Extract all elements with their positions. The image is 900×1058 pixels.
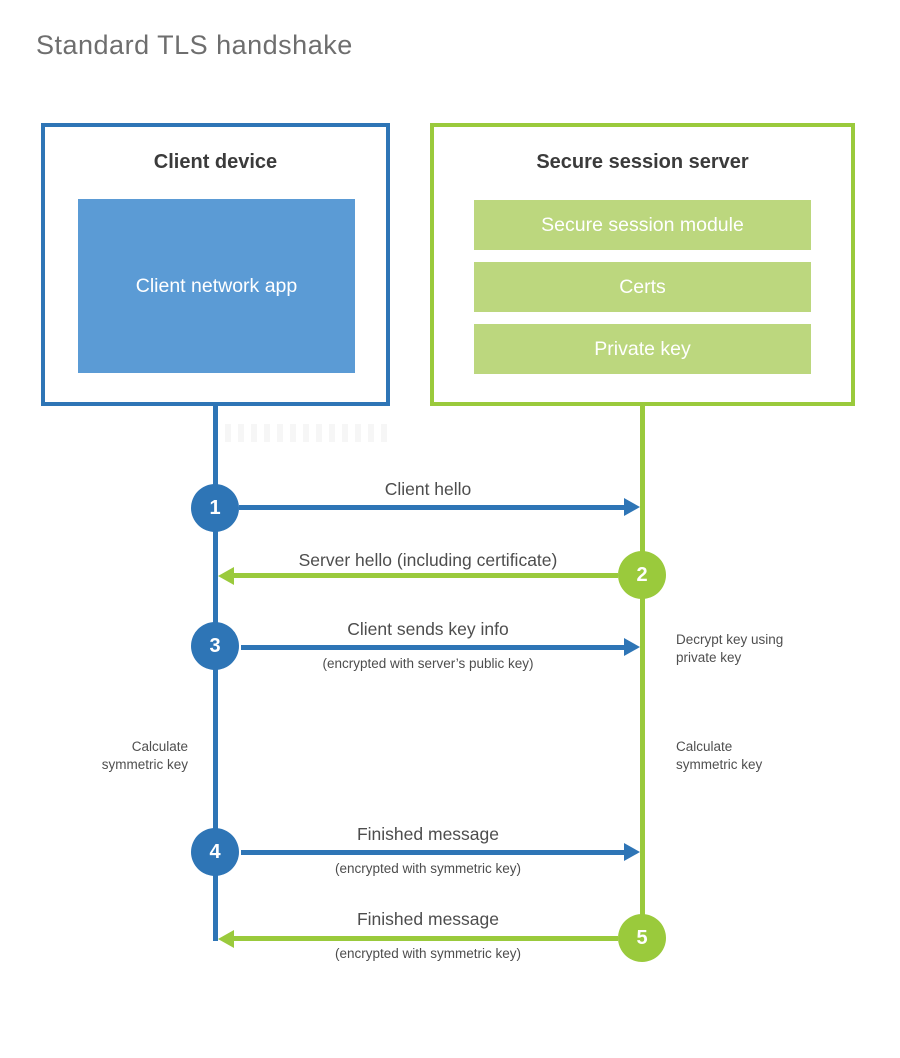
step-5-circle: 5 bbox=[618, 914, 666, 962]
step-5-arrowhead-left bbox=[218, 930, 234, 948]
step-3-circle: 3 bbox=[191, 622, 239, 670]
step-4-label: Finished message bbox=[356, 824, 500, 844]
client-network-app-label: Client network app bbox=[135, 274, 298, 297]
note-decrypt-key-using-private-key: Decrypt key using private key bbox=[676, 632, 784, 665]
step-4-circle: 4 bbox=[191, 828, 239, 876]
server-lifeline bbox=[640, 405, 645, 938]
certs-bar: Certs bbox=[474, 262, 811, 312]
client-network-app-box: Client network app bbox=[78, 199, 355, 373]
step-5-arrow-shaft bbox=[234, 936, 618, 941]
private-key-bar: Private key bbox=[474, 324, 811, 374]
note-calculate-symmetric-key-client: Calculate symmetric key bbox=[101, 739, 188, 772]
secure-session-module-bar: Secure session module bbox=[474, 200, 811, 250]
faint-watermark bbox=[225, 424, 387, 442]
step-3-sublabel: (encrypted with server’s public key) bbox=[322, 656, 534, 671]
step-5-label: Finished message bbox=[356, 909, 500, 929]
step-4-arrow-shaft bbox=[241, 850, 624, 855]
step-2-arrowhead-left bbox=[218, 567, 234, 585]
step-1-arrow-shaft bbox=[239, 505, 624, 510]
client-device-box: Client device Client network app bbox=[41, 123, 390, 406]
step-4-sublabel: (encrypted with symmetric key) bbox=[334, 861, 522, 876]
client-device-title: Client device bbox=[153, 151, 278, 173]
step-1-label: Client hello bbox=[384, 479, 472, 499]
secure-session-server-box: Secure session server Secure session mod… bbox=[430, 123, 855, 406]
note-calculate-symmetric-key-server: Calculate symmetric key bbox=[676, 739, 763, 772]
diagram-title: Standard TLS handshake bbox=[36, 30, 353, 60]
secure-session-server-title: Secure session server bbox=[536, 151, 749, 173]
step-2-label: Server hello (including certificate) bbox=[298, 550, 558, 570]
step-5-sublabel: (encrypted with symmetric key) bbox=[334, 946, 522, 961]
step-1-circle: 1 bbox=[191, 484, 239, 532]
step-3-arrow-shaft bbox=[241, 645, 624, 650]
step-3-label: Client sends key info bbox=[347, 619, 509, 639]
client-lifeline bbox=[213, 405, 218, 941]
step-2-arrow-shaft bbox=[234, 573, 618, 578]
step-2-circle: 2 bbox=[618, 551, 666, 599]
step-1-arrowhead-right bbox=[624, 498, 640, 516]
step-3-arrowhead-right bbox=[624, 638, 640, 656]
step-4-arrowhead-right bbox=[624, 843, 640, 861]
